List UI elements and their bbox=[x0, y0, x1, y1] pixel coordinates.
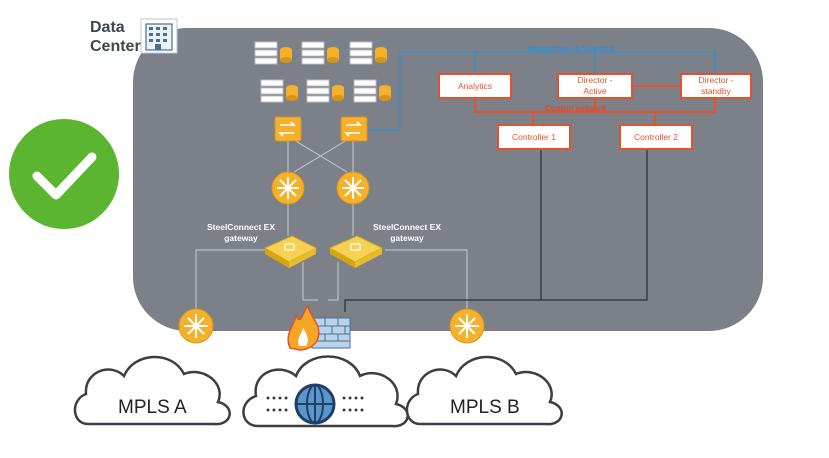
controller-links bbox=[344, 150, 648, 312]
datacenter-title-line1: Data bbox=[90, 19, 125, 36]
globe-icon bbox=[266, 383, 364, 425]
director-active-box: Director - Active bbox=[557, 73, 633, 99]
cloud-mpls-b bbox=[405, 355, 563, 426]
server-icon bbox=[254, 41, 292, 65]
switch-icon bbox=[340, 116, 368, 142]
director-standby-box: Director - standby bbox=[680, 73, 752, 99]
gateway-icon bbox=[263, 235, 318, 268]
mpls-b-label: MPLS B bbox=[450, 397, 520, 418]
server-icon bbox=[306, 79, 344, 103]
gateway-icon bbox=[328, 235, 384, 268]
management-network-lines bbox=[367, 51, 716, 131]
controller-1-box: Controller 1 bbox=[497, 124, 571, 150]
server-icon bbox=[301, 41, 339, 65]
switch-icon bbox=[274, 116, 302, 142]
server-rack-group bbox=[254, 41, 391, 103]
server-icon bbox=[353, 79, 391, 103]
router-icon bbox=[449, 308, 485, 344]
controller-2-box: Controller 2 bbox=[619, 124, 693, 150]
gateway-left-label: SteelConnect EX gateway bbox=[206, 222, 276, 243]
link-lines bbox=[195, 139, 468, 312]
firewall-icon bbox=[287, 304, 351, 351]
control-network-lines bbox=[474, 85, 716, 124]
server-icon bbox=[260, 79, 298, 103]
router-icon bbox=[178, 308, 214, 344]
router-icon bbox=[271, 171, 305, 205]
cloud-mpls-a bbox=[73, 355, 231, 426]
building-icon bbox=[140, 18, 178, 54]
datacenter-title: Data Center bbox=[90, 18, 141, 56]
analytics-box: Analytics bbox=[438, 73, 512, 99]
router-icon bbox=[336, 171, 370, 205]
checkmark-icon bbox=[9, 119, 119, 229]
datacenter-title-line2: Center bbox=[90, 38, 141, 55]
management-network-label: Management & Search N bbox=[527, 44, 615, 53]
server-icon bbox=[349, 41, 387, 65]
gateway-right-label: SteelConnect EX gateway bbox=[372, 222, 442, 243]
mpls-a-label: MPLS A bbox=[118, 397, 187, 418]
control-network-label: Control network bbox=[545, 104, 607, 113]
